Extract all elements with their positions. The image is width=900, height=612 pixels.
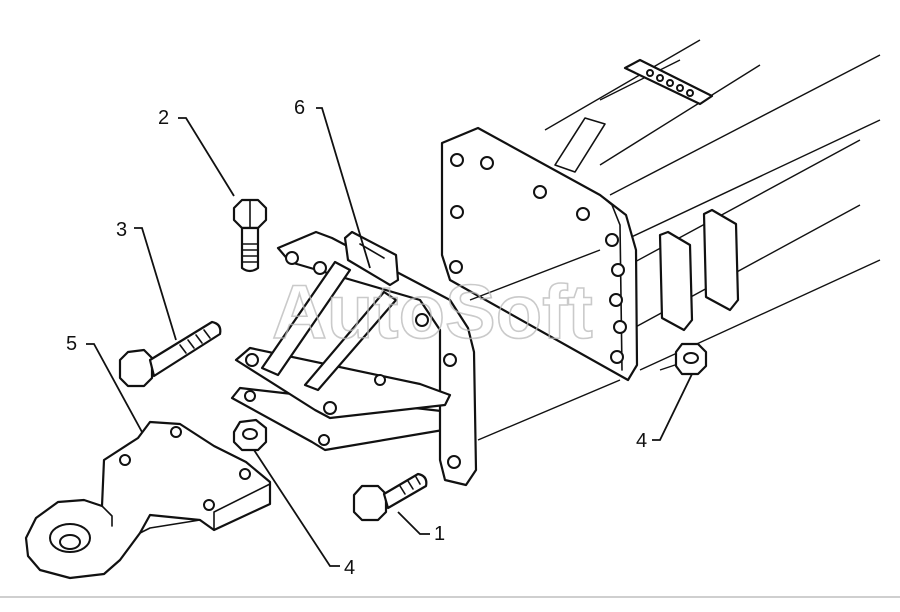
callout-1: 1 [434, 523, 445, 545]
nut-right [674, 342, 708, 376]
hook-plate-body [24, 420, 272, 580]
bolt-lower [352, 472, 428, 522]
plate-bolt-holes [449, 153, 627, 364]
shim-plate-b [702, 208, 740, 312]
bolt-head [118, 348, 154, 388]
bolt-head [352, 484, 388, 522]
frame-mount-plate [440, 126, 639, 382]
callout-2: 2 [158, 107, 169, 129]
bolt-diagonal [118, 320, 222, 388]
callout-4-left: 4 [344, 557, 355, 579]
towing-eye-plate [24, 420, 272, 580]
frame-web [554, 117, 606, 173]
bolt-shank [382, 472, 428, 510]
gusset-rib-right [303, 290, 398, 392]
watermark-text: AutoSoft [272, 270, 593, 355]
callout-3: 3 [116, 219, 127, 241]
tow-bracket [230, 230, 478, 487]
terminal-strip [623, 58, 714, 106]
chassis-frame [440, 39, 881, 382]
gusset-rib-left [260, 260, 352, 377]
leader-lines [86, 107, 693, 567]
bolt-shank [148, 320, 222, 378]
callout-labels: 2 3 5 6 4 4 1 [66, 97, 647, 579]
bolt-vertical [232, 198, 268, 273]
nut-left [232, 418, 268, 452]
shim-plate-a [658, 230, 694, 332]
callout-6: 6 [294, 97, 305, 119]
hook-plate-edges [101, 483, 271, 534]
callout-4-right: 4 [636, 430, 647, 452]
bracket-clip [343, 230, 400, 287]
callout-5: 5 [66, 333, 77, 355]
